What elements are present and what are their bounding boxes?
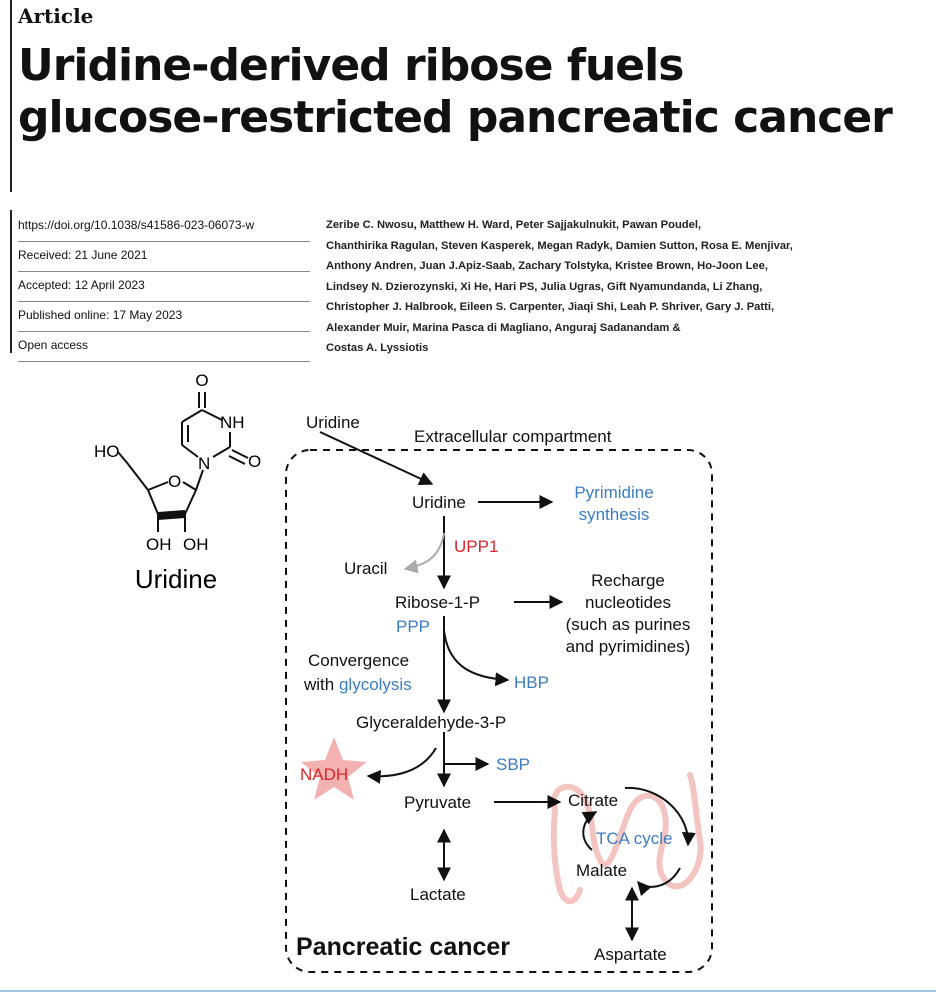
recharge-label: (such as purines xyxy=(566,615,691,634)
bottom-edge xyxy=(0,990,936,992)
malate-label: Malate xyxy=(576,861,627,880)
article-title: Uridine-derived ribose fuels glucose-res… xyxy=(18,40,893,144)
recharge-label: nucleotides xyxy=(585,593,671,612)
received-date: Received: 21 June 2021 xyxy=(18,242,310,272)
uridine-outside-label: Uridine xyxy=(306,413,360,432)
ribose-label: Ribose-1-P xyxy=(395,593,480,612)
author-line: Alexander Muir, Marina Pasca di Magliano… xyxy=(326,321,681,334)
atom-label: HO xyxy=(94,442,120,461)
mitochondrion-shape xyxy=(550,772,704,890)
doi-link[interactable]: https://doi.org/10.1038/s41586-023-06073… xyxy=(18,212,310,242)
lactate-label: Lactate xyxy=(410,885,466,904)
atom-label: NH xyxy=(220,413,245,432)
atom-label: N xyxy=(198,454,210,473)
author-line: Anthony Andren, Juan J.Apiz-Saab, Zachar… xyxy=(326,260,768,272)
atom-label: O xyxy=(195,371,208,390)
citrate-label: Citrate xyxy=(568,791,618,810)
g3p-label: Glyceraldehyde-3-P xyxy=(356,713,506,732)
atom-label: O xyxy=(168,472,181,491)
aspartate-label: Aspartate xyxy=(594,945,667,964)
cell-compartment xyxy=(285,449,713,973)
uracil-label: Uracil xyxy=(344,559,387,578)
uridine-structure: O NH O N HO O OH OH Uridine xyxy=(94,371,261,594)
title-line-2: glucose-restricted pancreatic cancer xyxy=(18,92,893,143)
convergence-label: Convergence xyxy=(308,651,409,670)
pancreatic-cancer-label: Pancreatic cancer xyxy=(296,933,510,961)
author-line: Zeribe C. Nwosu, Matthew H. Ward, Peter … xyxy=(326,219,702,231)
header-rule xyxy=(10,0,12,192)
hbp-label: HBP xyxy=(514,673,549,692)
author-line: Christopher J. Halbrook, Eileen S. Carpe… xyxy=(326,301,775,313)
with-label: with xyxy=(303,675,339,694)
article-meta: https://doi.org/10.1038/s41586-023-06073… xyxy=(18,212,310,362)
title-line-1: Uridine-derived ribose fuels xyxy=(18,40,684,91)
meta-rule xyxy=(10,210,12,353)
article-label: Article xyxy=(18,4,94,28)
author-line: Costas A. Lyssiotis xyxy=(326,342,429,354)
accepted-date: Accepted: 12 April 2023 xyxy=(18,272,310,302)
recharge-label: Recharge xyxy=(591,571,665,590)
mitochondrion-shape xyxy=(550,807,583,905)
tca-label: TCA cycle xyxy=(596,829,673,848)
glycolysis-label: glycolysis xyxy=(339,675,412,694)
compartment-label: Extracellular compartment xyxy=(414,427,612,446)
author-line: Chanthirika Ragulan, Steven Kasperek, Me… xyxy=(326,239,793,252)
ppp-label: PPP xyxy=(396,617,430,636)
recharge-label: and pyrimidines) xyxy=(566,637,691,656)
atom-label: OH xyxy=(183,535,209,554)
pyrimidine-label: Pyrimidine xyxy=(574,483,653,502)
atom-label: OH xyxy=(146,535,172,554)
pyruvate-label: Pyruvate xyxy=(404,793,471,812)
uridine-inside-label: Uridine xyxy=(412,493,466,512)
author-line: Lindsey N. Dzierozynski, Xi He, Hari PS,… xyxy=(326,280,763,293)
pathway-diagram: Uridine Extracellular compartment Uridin… xyxy=(285,413,713,973)
nadh-label: NADH xyxy=(300,765,348,784)
structure-name: Uridine xyxy=(135,564,217,594)
sbp-label: SBP xyxy=(496,755,530,774)
open-access-badge: Open access xyxy=(18,332,310,362)
convergence-label: with glycolysis xyxy=(303,675,412,694)
pyrimidine-label: synthesis xyxy=(579,505,650,524)
atom-label: O xyxy=(248,452,261,471)
published-date: Published online: 17 May 2023 xyxy=(18,302,310,332)
upp1-label: UPP1 xyxy=(454,537,498,556)
author-list: Zeribe C. Nwosu, Matthew H. Ward, Peter … xyxy=(326,215,926,359)
nadh-star xyxy=(301,737,367,800)
